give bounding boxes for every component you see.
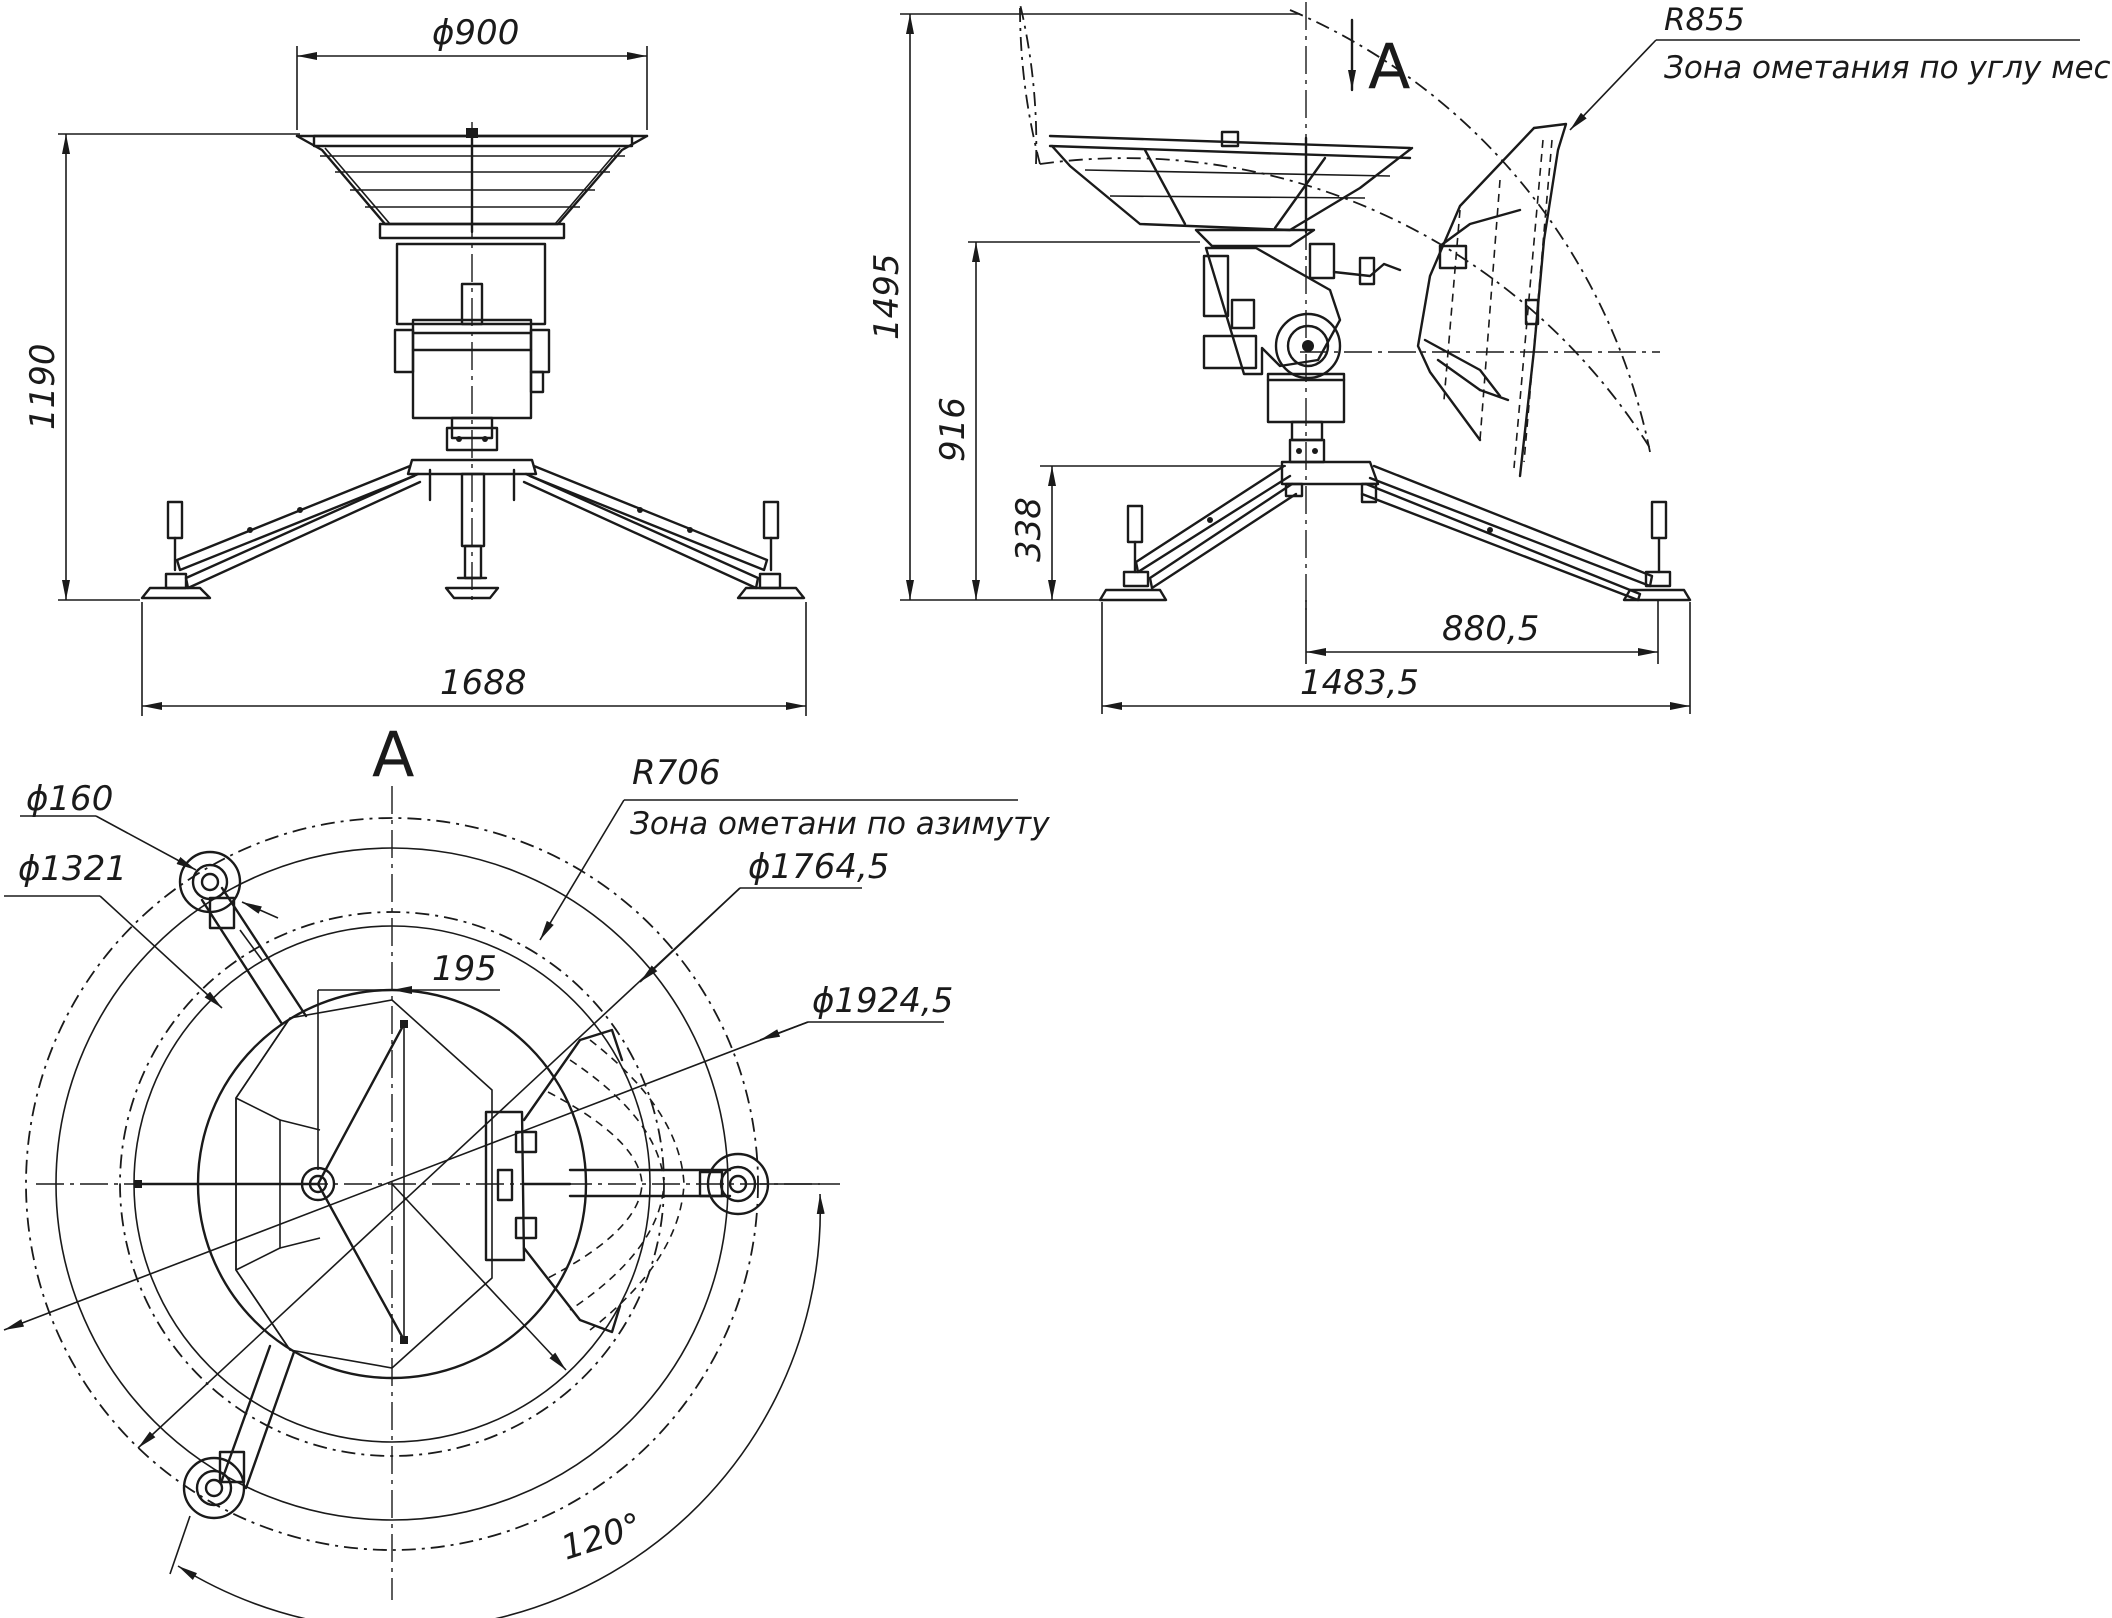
front-dimensions <box>58 46 807 716</box>
side-dimensions <box>900 13 1691 714</box>
top-sweep-zone-label: Зона ометани по азимуту <box>630 806 1050 842</box>
side-base-length-label: 1483,5 <box>1300 663 1419 703</box>
top-circle-1924-label: ϕ1924,5 <box>812 981 953 1021</box>
top-sweep-radius-label: R706 <box>632 753 721 793</box>
circle-1924 <box>25 817 759 1551</box>
side-leg-reach-label: 880,5 <box>1442 609 1539 649</box>
view-a-arrow-label: A <box>1368 30 1410 103</box>
front-base-width-label: 1688 <box>440 663 527 703</box>
top-foot-diameter-label: ϕ160 <box>26 779 113 819</box>
top-circle-1321-label: ϕ1321 <box>18 849 127 889</box>
top-offset-label: 195 <box>432 949 497 989</box>
front-height-label: 1190 <box>23 343 63 430</box>
top-dimensions <box>3 799 1018 1618</box>
side-sweep-radius-label: R855 <box>1664 2 1745 38</box>
side-dish <box>1048 130 1414 248</box>
side-elevation-sweep-arc <box>1019 7 1651 449</box>
side-axis-height-label: 916 <box>933 397 973 462</box>
side-view: A R855 Зона ометания по углу места 1495 … <box>867 2 2112 714</box>
side-sweep-zone-label: Зона ометания по углу места <box>1664 50 2112 86</box>
side-tripod <box>1098 460 1692 602</box>
front-view: ϕ900 1190 1688 <box>23 13 807 716</box>
top-circle-1764-label: ϕ1764,5 <box>748 847 889 887</box>
side-total-height-label: 1495 <box>867 253 907 340</box>
front-tripod <box>140 458 806 600</box>
side-base-height-label: 338 <box>1009 497 1049 562</box>
front-dish-diameter-label: ϕ900 <box>432 13 519 53</box>
side-dish-tilted <box>1416 122 1568 478</box>
view-a-label: A <box>372 718 414 791</box>
side-housing <box>1202 242 1402 464</box>
front-housing <box>393 242 551 452</box>
foot-lower-left <box>182 1456 246 1520</box>
top-view: A <box>3 718 1050 1618</box>
front-dish <box>295 128 649 240</box>
